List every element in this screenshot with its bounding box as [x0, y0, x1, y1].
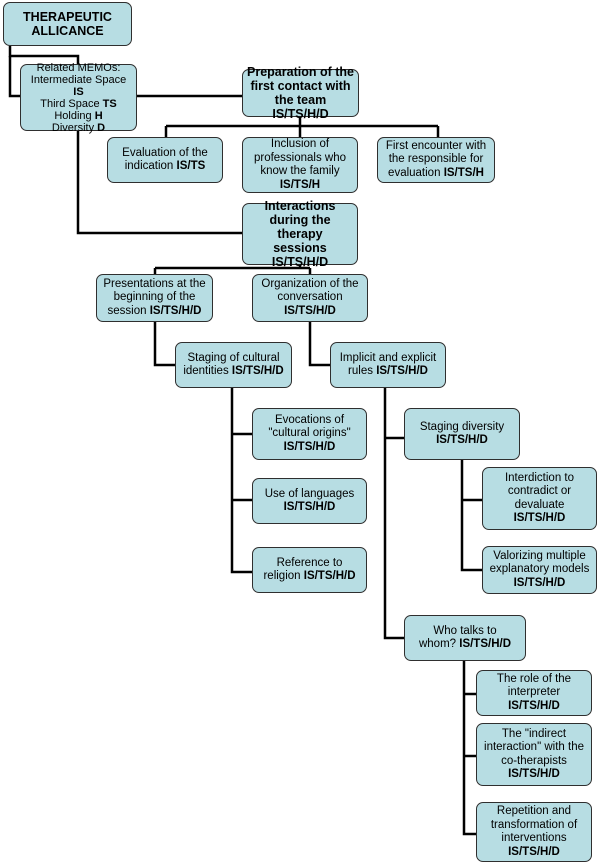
- node-line: rules: [348, 365, 373, 377]
- evocations-node: Evocations of "cultural origins" IS/TS/H…: [252, 408, 367, 460]
- node-line: the responsible for: [388, 153, 484, 166]
- repetition-node: Repetition and transformation of interve…: [476, 802, 592, 862]
- node-line: Organization of the: [261, 277, 359, 290]
- node-line: first contact with: [250, 79, 351, 93]
- node-code: IS/TS/H/D: [231, 365, 284, 377]
- staging-diversity-node: Staging diversity IS/TS/H/D: [404, 408, 520, 460]
- node-code: IS/TS/H/D: [149, 304, 202, 317]
- therapeutic-alliance-node: THERAPEUTIC ALLICANCE: [3, 2, 132, 46]
- presentations-node: Presentations at the beginning of the se…: [96, 274, 213, 322]
- use-of-languages-node: Use of languages IS/TS/H/D: [252, 478, 367, 524]
- who-talks-to-whom-node: Who talks to whom? IS/TS/H/D: [404, 615, 526, 661]
- node-line: transformation of: [490, 818, 578, 831]
- node-line: know the family: [260, 165, 340, 177]
- reference-to-religion-node: Reference to religion IS/TS/H/D: [252, 547, 367, 593]
- node-line: ALLICANCE: [31, 24, 104, 38]
- node-line: Presentations at the: [103, 277, 206, 290]
- node-line: First encounter with: [385, 139, 487, 152]
- role-of-interpreter-node: The role of the interpreter IS/TS/H/D: [476, 670, 592, 716]
- node-code: IS/TS/H: [279, 178, 321, 191]
- inclusion-node: Inclusion of professionals who know the …: [242, 137, 358, 193]
- node-code: IS/TS/H/D: [284, 304, 336, 317]
- node-line: interpreter: [507, 686, 561, 699]
- related-memos-node: Related MEMOs: Intermediate Space IS Thi…: [20, 61, 137, 134]
- node-line: explanatory models: [489, 563, 590, 576]
- node-line: Interactions: [264, 199, 336, 213]
- node-line: Evocations of: [274, 413, 345, 426]
- staging-cultural-identities-node: Staging of cultural identities IS/TS/H/D: [175, 342, 292, 388]
- node-code: IS/TS/H/D: [459, 638, 512, 650]
- node-line: sessions: [273, 241, 327, 255]
- node-line: evaluation: [388, 166, 441, 179]
- node-code: IS/TS: [176, 160, 206, 172]
- node-line: contradict or: [507, 485, 572, 497]
- node-line: devaluate: [514, 498, 565, 511]
- node-line: THERAPEUTIC: [23, 10, 112, 24]
- node-code: IS/TS/H/D: [508, 699, 560, 712]
- node-line: Staging of cultural: [187, 351, 280, 364]
- memo-label: Intermediate Space: [30, 73, 127, 86]
- node-code: IS/TS/H/D: [283, 501, 336, 513]
- node-line: conversation: [277, 291, 343, 304]
- memo-code: TS: [102, 97, 117, 110]
- node-line: Preparation of the: [247, 65, 354, 79]
- node-line: Use of languages: [264, 487, 355, 500]
- node-line: interventions: [501, 832, 567, 844]
- node-code: IS/TS/H/D: [271, 255, 329, 269]
- node-line: Evaluation of the: [122, 146, 208, 159]
- memos-title: Related MEMOs:: [36, 61, 121, 74]
- node-code: IS/TS/H/D: [508, 845, 560, 858]
- node-line: during the therapy: [269, 213, 331, 241]
- node-line: Repetition and: [496, 805, 572, 817]
- memo-label: Holding: [54, 109, 92, 122]
- node-line: Implicit and explicit: [339, 351, 437, 364]
- first-encounter-node: First encounter with the responsible for…: [377, 137, 495, 183]
- node-line: The role of the: [496, 672, 572, 685]
- node-code: IS/TS/H/D: [283, 440, 336, 453]
- preparation-node: Preparation of the first contact with th…: [242, 65, 359, 121]
- node-code: IS/TS/H: [443, 166, 484, 179]
- node-line: Inclusion of: [270, 138, 330, 150]
- node-line: The "indirect: [501, 727, 567, 740]
- evaluation-node: Evaluation of the indication IS/TS: [107, 137, 223, 183]
- node-line: session: [107, 304, 147, 317]
- node-code: IS/TS/H/D: [303, 570, 356, 582]
- memo-label: Diversity: [51, 121, 95, 134]
- memo-code: H: [94, 109, 103, 122]
- node-line: "cultural origins": [268, 427, 351, 440]
- memo-code: D: [97, 121, 106, 134]
- node-line: identities: [183, 365, 229, 377]
- node-line: Valorizing multiple: [493, 549, 586, 562]
- node-line: Reference to: [276, 556, 343, 569]
- node-line: the team IS/TS/H/D: [272, 93, 329, 121]
- interactions-node: Interactions during the therapy sessions…: [242, 199, 358, 269]
- memo-label: Third Space: [40, 97, 100, 110]
- node-line: indication: [124, 160, 174, 172]
- node-line: interaction" with the: [484, 741, 584, 753]
- node-code: IS/TS/H/D: [513, 512, 566, 524]
- organization-node: Organization of the conversation IS/TS/H…: [252, 274, 368, 322]
- node-line: religion: [263, 570, 301, 582]
- node-line: Who talks to: [433, 624, 497, 637]
- node-line: co-therapists: [501, 754, 567, 767]
- implicit-explicit-rules-node: Implicit and explicit rules IS/TS/H/D: [330, 342, 446, 388]
- node-code: IS/TS/H/D: [436, 434, 488, 446]
- indirect-interaction-node: The "indirect interaction" with the co-t…: [476, 723, 592, 786]
- memo-code: IS: [73, 85, 84, 98]
- interdiction-node: Interdiction to contradict or devaluate …: [482, 467, 597, 530]
- node-line: Staging diversity: [419, 420, 505, 433]
- node-line: beginning of the: [113, 291, 196, 304]
- node-line: professionals who: [253, 151, 347, 164]
- node-code: IS/TS/H/D: [513, 576, 566, 589]
- node-code: IS/TS/H/D: [508, 768, 560, 780]
- node-line: whom?: [418, 638, 457, 650]
- node-code: IS/TS/H/D: [376, 365, 428, 377]
- node-line: Interdiction to: [504, 471, 575, 484]
- valorizing-models-node: Valorizing multiple explanatory models I…: [482, 546, 597, 594]
